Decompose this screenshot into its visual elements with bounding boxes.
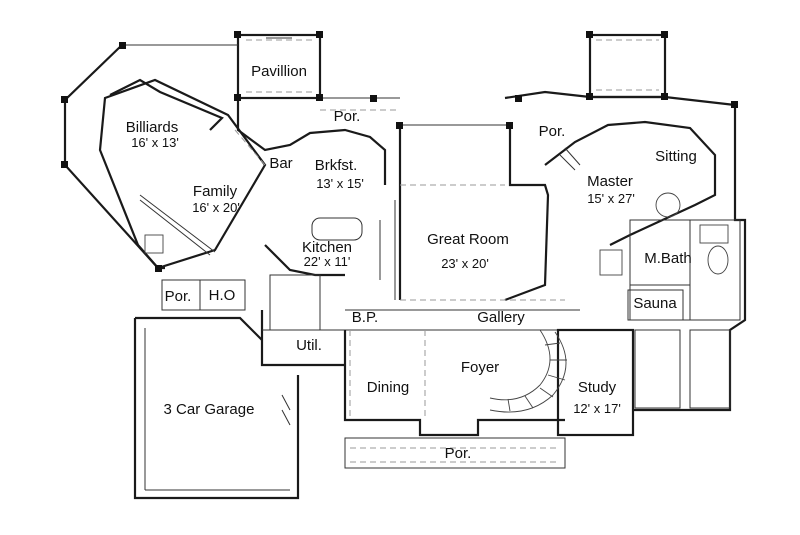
curved-staircase bbox=[489, 329, 567, 413]
label-garage: 3 Car Garage bbox=[164, 401, 255, 418]
label-dining: Dining bbox=[367, 379, 410, 396]
dims-great-room: 23' x 20' bbox=[441, 256, 489, 271]
label-study: Study bbox=[578, 379, 617, 396]
label-sitting: Sitting bbox=[655, 148, 697, 165]
dims-billiards: 16' x 13' bbox=[131, 135, 179, 150]
porch-posts bbox=[61, 31, 738, 272]
pavillion-outline bbox=[236, 33, 322, 100]
label-util: Util. bbox=[296, 337, 322, 354]
pavillion-right-outline bbox=[588, 33, 667, 99]
label-por-right: Por. bbox=[539, 123, 566, 140]
room-labels: Pavillion Billiards 16' x 13' Bar Brkfst… bbox=[126, 63, 697, 462]
label-por-bottom: Por. bbox=[445, 445, 472, 462]
label-bar: Bar bbox=[269, 155, 292, 172]
walls bbox=[63, 33, 747, 500]
label-gallery: Gallery bbox=[477, 309, 525, 326]
dims-kitchen: 22' x 11' bbox=[304, 254, 351, 269]
label-billiards: Billiards bbox=[126, 119, 179, 136]
bath-fixtures bbox=[144, 192, 729, 276]
label-por-top: Por. bbox=[334, 108, 361, 125]
label-foyer: Foyer bbox=[461, 359, 499, 376]
label-ho: H.O bbox=[209, 287, 236, 304]
front-porch-outline bbox=[344, 437, 566, 469]
dims-study: 12' x 17' bbox=[573, 401, 621, 416]
label-sauna: Sauna bbox=[633, 295, 677, 312]
label-mbath: M.Bath bbox=[644, 250, 692, 267]
label-bp: B.P. bbox=[352, 309, 378, 326]
dims-brkfst: 13' x 15' bbox=[316, 176, 364, 191]
dims-master: 15' x 27' bbox=[587, 191, 635, 206]
label-brkfst: Brkfst. bbox=[315, 157, 358, 174]
label-por-left: Por. bbox=[165, 288, 192, 305]
label-master: Master bbox=[587, 173, 633, 190]
label-family: Family bbox=[193, 183, 238, 200]
dims-family: 16' x 20' bbox=[192, 200, 240, 215]
label-great-room: Great Room bbox=[427, 231, 509, 248]
label-pavillion: Pavillion bbox=[251, 63, 307, 80]
label-kitchen: Kitchen bbox=[302, 239, 352, 256]
study-outline bbox=[556, 328, 635, 437]
